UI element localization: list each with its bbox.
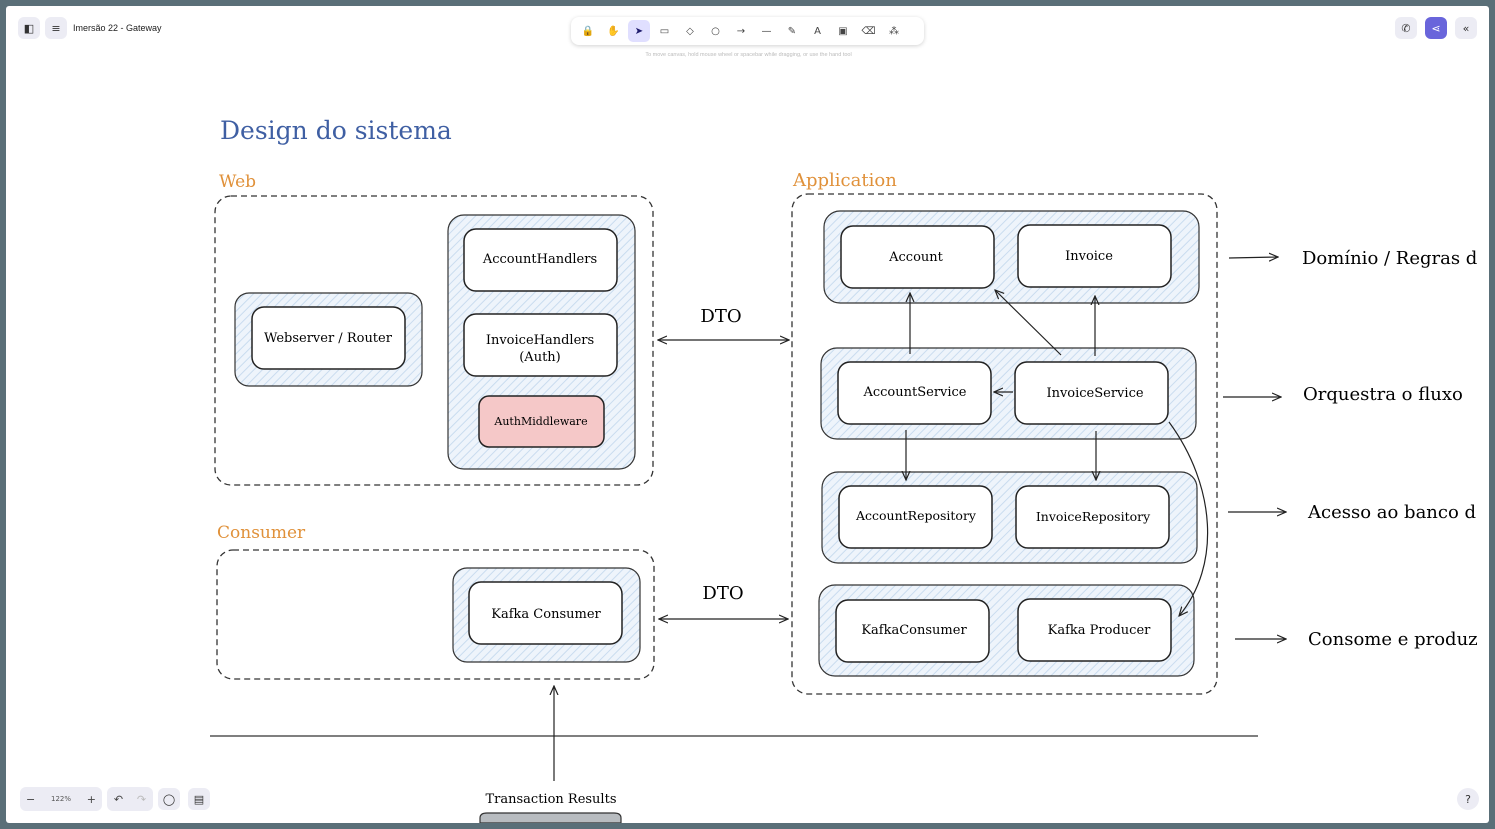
undo-icon[interactable]: ↶ [113, 792, 124, 806]
collapse-icon[interactable]: « [1455, 17, 1477, 39]
svg-text:AccountHandlers: AccountHandlers [482, 252, 597, 267]
redo-icon[interactable]: ↷ [136, 792, 147, 806]
app-window: ◧ ≡ Imersão 22 - Gateway 🔒 ✋ ➤ ▭ ◇ ○ → — ✎ A ▣ ⌫ ⁂ T… [6, 6, 1489, 823]
section-label-consumer: Consumer [217, 523, 306, 543]
node-kafka-consumer-app[interactable]: KafkaConsumer [835, 599, 990, 663]
svg-text:Account: Account [888, 250, 944, 265]
zoom-in-button[interactable]: + [86, 792, 96, 806]
diagram-title: Design do sistema [220, 116, 452, 145]
note-consume: Consome e produz [1308, 629, 1478, 650]
library-icon[interactable]: ▤ [188, 788, 210, 810]
web-container [214, 195, 654, 486]
node-account-handlers[interactable]: AccountHandlers [463, 228, 618, 292]
dto-label-top: DTO [700, 306, 741, 327]
application-container [791, 193, 1218, 695]
line-tool[interactable]: — [761, 25, 772, 37]
diamond-tool[interactable]: ◇ [686, 25, 694, 37]
node-account[interactable]: Account [840, 225, 995, 289]
hand-tool[interactable]: ✋ [607, 25, 620, 37]
help-icon[interactable]: ? [1457, 788, 1479, 810]
drawing-toolbar: 🔒 ✋ ➤ ▭ ◇ ○ → — ✎ A ▣ ⌫ ⁂ [571, 17, 924, 45]
svg-text:AccountRepository: AccountRepository [855, 508, 977, 523]
svg-text:Kafka Producer: Kafka Producer [1048, 623, 1151, 638]
menu-icon[interactable]: ≡ [45, 17, 67, 39]
zoom-out-button[interactable]: − [26, 792, 36, 806]
section-label-web: Web [219, 172, 256, 192]
ellipse-tool[interactable]: ○ [711, 25, 720, 37]
svg-text:Webserver / Router: Webserver / Router [264, 331, 393, 346]
note-orchestrate: Orquestra o fluxo [1303, 384, 1463, 405]
node-kafka-producer[interactable]: Kafka Producer [1017, 598, 1172, 662]
node-invoice-repository[interactable]: InvoiceRepository [1015, 485, 1170, 549]
svg-text:Kafka Consumer: Kafka Consumer [491, 607, 601, 622]
node-account-repository[interactable]: AccountRepository [838, 485, 993, 549]
transaction-results-label: Transaction Results [485, 792, 616, 807]
arrow-invoiceservice-producer[interactable] [1168, 421, 1209, 616]
svg-text:AuthMiddleware: AuthMiddleware [493, 415, 587, 428]
extra-tools[interactable]: ⁂ [889, 25, 899, 37]
call-icon[interactable]: ✆ [1395, 17, 1417, 39]
lock-tool[interactable]: 🔒 [581, 25, 595, 37]
node-auth-middleware[interactable]: AuthMiddleware [478, 395, 605, 448]
arrow-tool[interactable]: → [736, 25, 746, 37]
zoom-level[interactable]: 122% [50, 795, 71, 803]
eraser-tool[interactable]: ⌫ [861, 25, 876, 37]
svg-text:InvoiceRepository: InvoiceRepository [1036, 509, 1151, 524]
selection-tool[interactable]: ➤ [628, 20, 650, 42]
transaction-results-source [479, 812, 622, 823]
svg-text:InvoiceService: InvoiceService [1046, 386, 1143, 401]
note-db-access: Acesso ao banco d [1307, 502, 1476, 523]
arrow-invoiceservice-account[interactable] [995, 290, 1062, 356]
share-icon[interactable]: ⋖ [1425, 17, 1447, 39]
canvas-hint: To move canvas, hold mouse wheel or spac… [645, 52, 852, 58]
note-domain: Domínio / Regras d [1302, 248, 1477, 269]
section-label-application: Application [792, 170, 897, 191]
node-invoice[interactable]: Invoice [1017, 224, 1172, 288]
node-invoice-service[interactable]: InvoiceService [1014, 361, 1169, 425]
dto-label-bottom: DTO [702, 583, 743, 604]
text-tool[interactable]: A [814, 25, 821, 37]
history-controls: ↶ ↷ [107, 787, 153, 811]
zoom-controls: − 122% + [20, 787, 102, 811]
diagram-canvas[interactable]: Design do sistema Web Application Consum… [6, 6, 1489, 823]
svg-text:InvoiceHandlers: InvoiceHandlers [486, 333, 594, 348]
svg-text:KafkaConsumer: KafkaConsumer [861, 623, 967, 638]
consumer-container [216, 549, 655, 680]
draw-tool[interactable]: ✎ [787, 25, 797, 37]
document-title: Imersão 22 - Gateway [73, 23, 162, 33]
rectangle-tool[interactable]: ▭ [659, 25, 670, 37]
sidebar-toggle-icon[interactable]: ◧ [18, 17, 40, 39]
image-tool[interactable]: ▣ [838, 25, 848, 37]
note-arrow-domain[interactable] [1228, 257, 1278, 258]
node-kafka-consumer-web[interactable]: Kafka Consumer [468, 581, 623, 645]
node-webserver[interactable]: Webserver / Router [251, 306, 406, 370]
node-invoice-handlers[interactable]: InvoiceHandlers (Auth) [463, 313, 618, 377]
svg-text:AccountService: AccountService [862, 385, 966, 400]
svg-text:Invoice: Invoice [1065, 249, 1113, 264]
comment-icon[interactable]: ◯ [158, 788, 180, 810]
svg-text:(Auth): (Auth) [519, 350, 561, 365]
node-account-service[interactable]: AccountService [837, 361, 992, 425]
